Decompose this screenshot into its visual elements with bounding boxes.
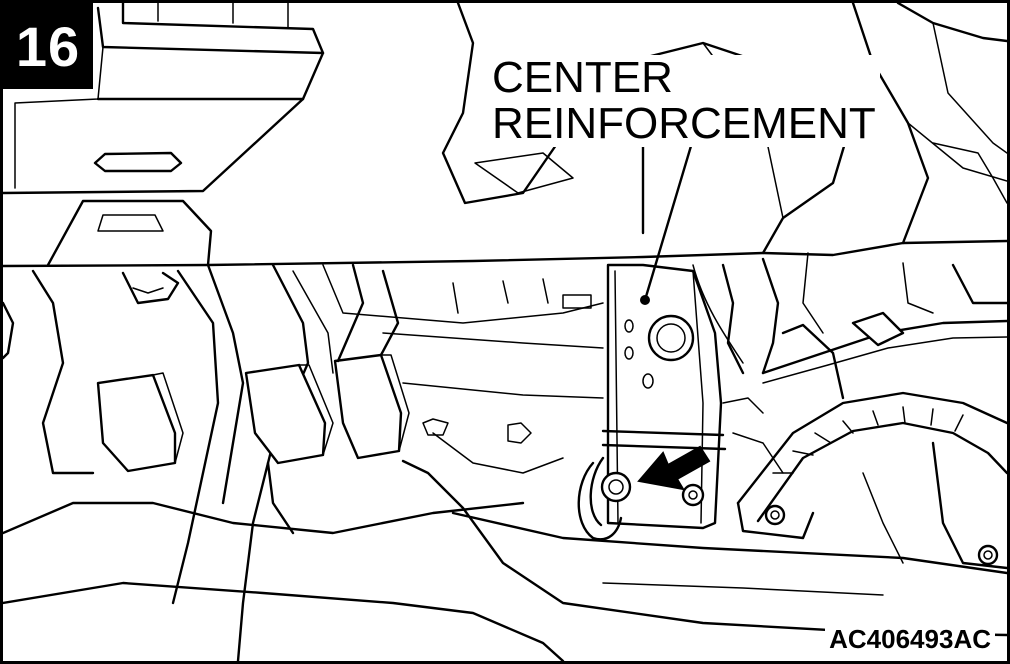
wiring-harness	[692, 252, 1007, 474]
callout-label-line1: CENTER	[492, 53, 673, 102]
callout-leader-line	[643, 144, 693, 302]
bolt-and-clip	[577, 456, 705, 541]
step-number-badge: 16	[3, 3, 93, 89]
callout-label-line2: REINFORCEMENT	[492, 99, 876, 148]
callout-leader-dot	[640, 295, 650, 305]
callout-label: CENTER REINFORCEMENT	[488, 55, 880, 147]
removal-direction-arrow	[637, 445, 711, 491]
hvac-duct	[736, 323, 1007, 570]
pedals	[96, 263, 410, 535]
figure-code: AC406493AC	[825, 624, 995, 655]
bolt-icon	[600, 471, 632, 503]
